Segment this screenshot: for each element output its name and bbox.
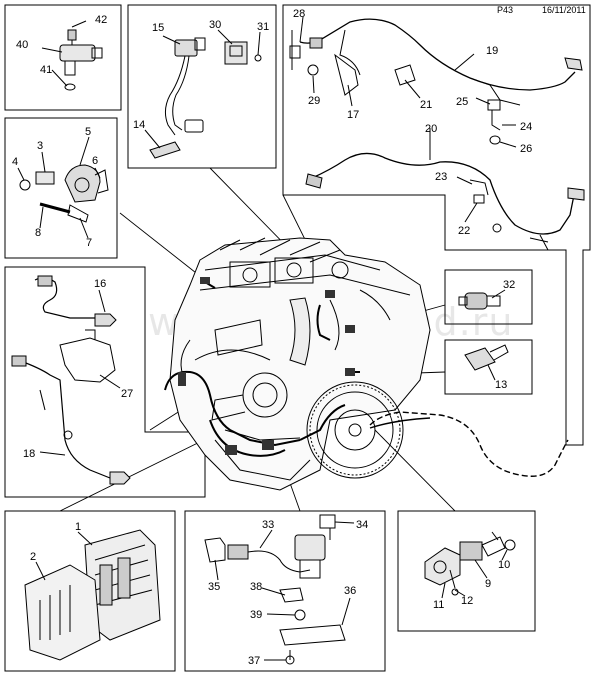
knock-sensor-drawing xyxy=(17,136,109,239)
callout-10: 10 xyxy=(498,559,510,571)
callout-27: 27 xyxy=(121,388,133,400)
page-code: P43 xyxy=(497,5,514,15)
callout-16: 16 xyxy=(94,278,106,290)
engine-wiring-harness xyxy=(164,281,360,457)
engine-assembly xyxy=(169,237,431,491)
callout-33: 33 xyxy=(262,519,274,531)
callout-4: 4 xyxy=(12,156,18,168)
callout-35: 35 xyxy=(208,581,220,593)
detail-box-solenoid xyxy=(184,510,386,672)
callout-1: 1 xyxy=(75,521,81,533)
callout-labels: 42 40 41 15 30 31 14 28 19 29 17 21 25 2… xyxy=(12,8,532,667)
callout-42: 42 xyxy=(95,14,107,26)
speed-sensor-drawing xyxy=(424,531,516,599)
callout-38: 38 xyxy=(250,581,262,593)
abs-harness-start xyxy=(369,417,431,429)
page-date: 16/11/2011 xyxy=(542,5,586,15)
callout-8: 8 xyxy=(35,227,41,239)
callout-15: 15 xyxy=(152,22,164,34)
detail-box-oil-pressure-switch xyxy=(444,269,533,325)
abs-harness-dashed xyxy=(369,411,569,477)
callout-24: 24 xyxy=(520,121,532,133)
callout-2: 2 xyxy=(30,551,36,563)
wheel-speed-harness-drawing xyxy=(289,16,585,251)
oxygen-sensors-drawing xyxy=(11,275,131,485)
detail-box-camshaft-sensor xyxy=(127,4,277,169)
engine-connectors xyxy=(178,277,355,455)
callout-32: 32 xyxy=(503,279,515,291)
callout-9: 9 xyxy=(485,578,491,590)
detail-box-map-sensor xyxy=(4,4,122,111)
callout-41: 41 xyxy=(40,64,52,76)
map-sensor-drawing xyxy=(41,20,103,91)
callout-18: 18 xyxy=(23,448,35,460)
callout-40: 40 xyxy=(16,39,28,51)
callout-7: 7 xyxy=(86,237,92,249)
callout-21: 21 xyxy=(420,99,432,111)
detail-box-coolant-temp-sensor xyxy=(444,339,533,395)
callout-22: 22 xyxy=(458,225,470,237)
callout-17: 17 xyxy=(347,109,359,121)
detail-box-ecu xyxy=(4,510,176,672)
callout-20: 20 xyxy=(425,123,437,135)
detail-box-speed-sensor xyxy=(397,510,536,632)
camshaft-sensor-drawing xyxy=(144,29,262,159)
callout-19: 19 xyxy=(486,45,498,57)
solenoid-drawing xyxy=(204,514,355,665)
callout-5: 5 xyxy=(85,126,91,138)
coolant-temp-sensor-drawing xyxy=(464,344,509,381)
callout-3: 3 xyxy=(37,140,43,152)
callout-11: 11 xyxy=(433,599,444,611)
callout-30: 30 xyxy=(209,19,221,31)
detail-box-knock-sensor xyxy=(4,117,118,259)
callout-31: 31 xyxy=(257,21,269,33)
callout-26: 26 xyxy=(520,143,532,155)
callout-12: 12 xyxy=(461,595,473,607)
callout-34: 34 xyxy=(356,519,368,531)
callout-39: 39 xyxy=(250,609,262,621)
callout-6: 6 xyxy=(92,155,98,167)
callout-37: 37 xyxy=(248,655,260,667)
callout-36: 36 xyxy=(344,585,356,597)
callout-28: 28 xyxy=(293,8,305,20)
callout-14: 14 xyxy=(133,119,145,131)
oil-pressure-switch-drawing xyxy=(458,289,506,310)
ecu-drawing xyxy=(24,529,161,661)
callout-25: 25 xyxy=(456,96,468,108)
callout-13: 13 xyxy=(495,379,507,391)
callout-23: 23 xyxy=(435,171,447,183)
callout-29: 29 xyxy=(308,95,320,107)
